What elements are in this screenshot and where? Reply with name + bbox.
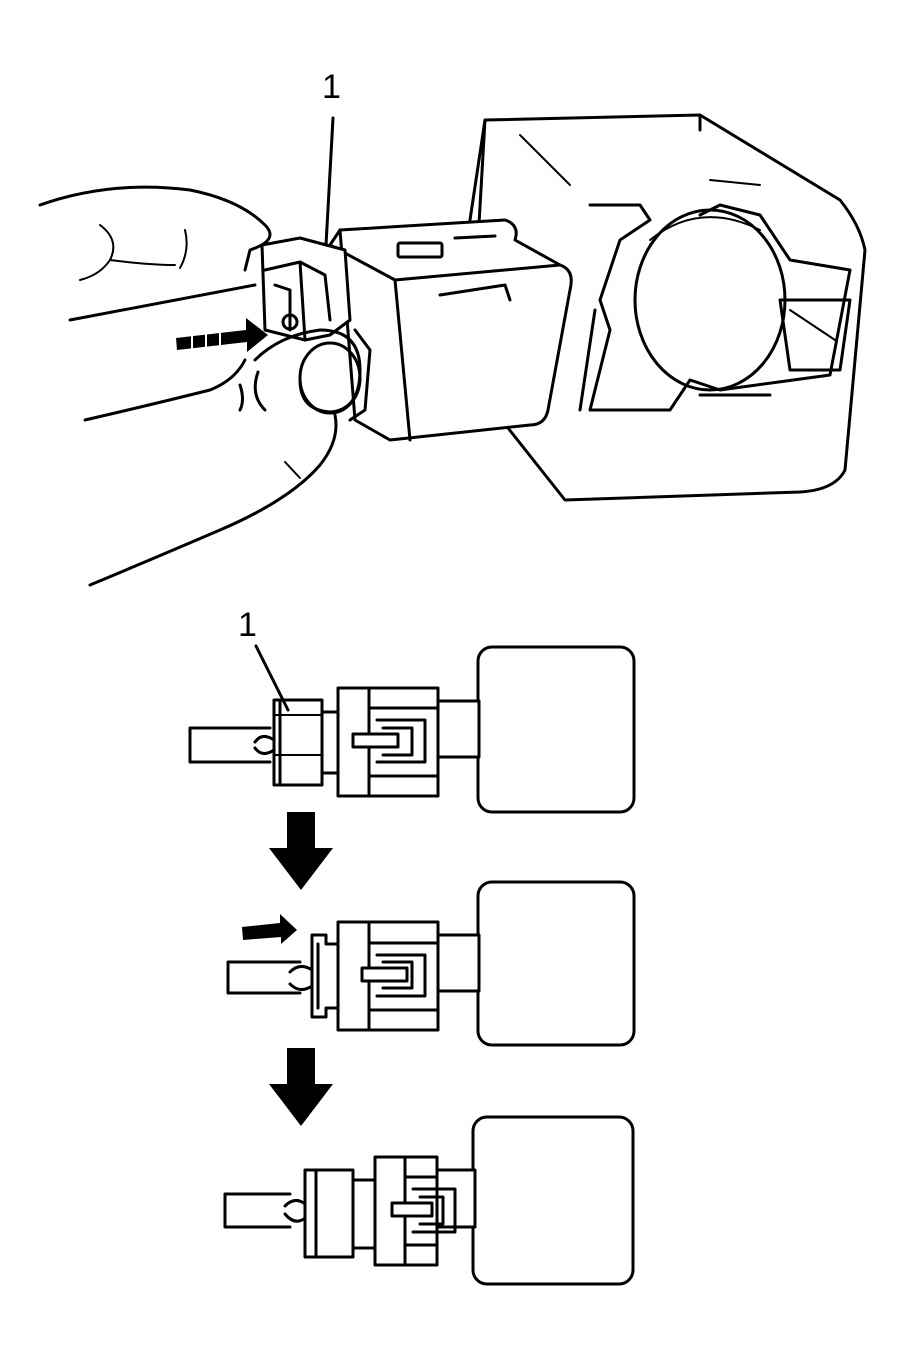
step-1-connected-locked [188,644,636,814]
push-arrow-step2 [242,914,297,944]
small-connector [260,236,352,342]
step-2-lock-released [226,880,636,1047]
callout-number-step1: 1 [238,606,257,644]
push-arrow-top [176,318,268,352]
callout-number-top: 1 [322,68,341,106]
down-arrow-2 [269,1048,333,1126]
connector-body [328,218,573,442]
hand [38,185,362,587]
callout-leader-step1 [254,644,290,712]
top-illustration [38,113,867,587]
callout-leader-top [324,116,335,247]
step-3-disconnected [223,1115,635,1286]
socket-housing [468,113,867,502]
down-arrow-1 [269,812,333,890]
